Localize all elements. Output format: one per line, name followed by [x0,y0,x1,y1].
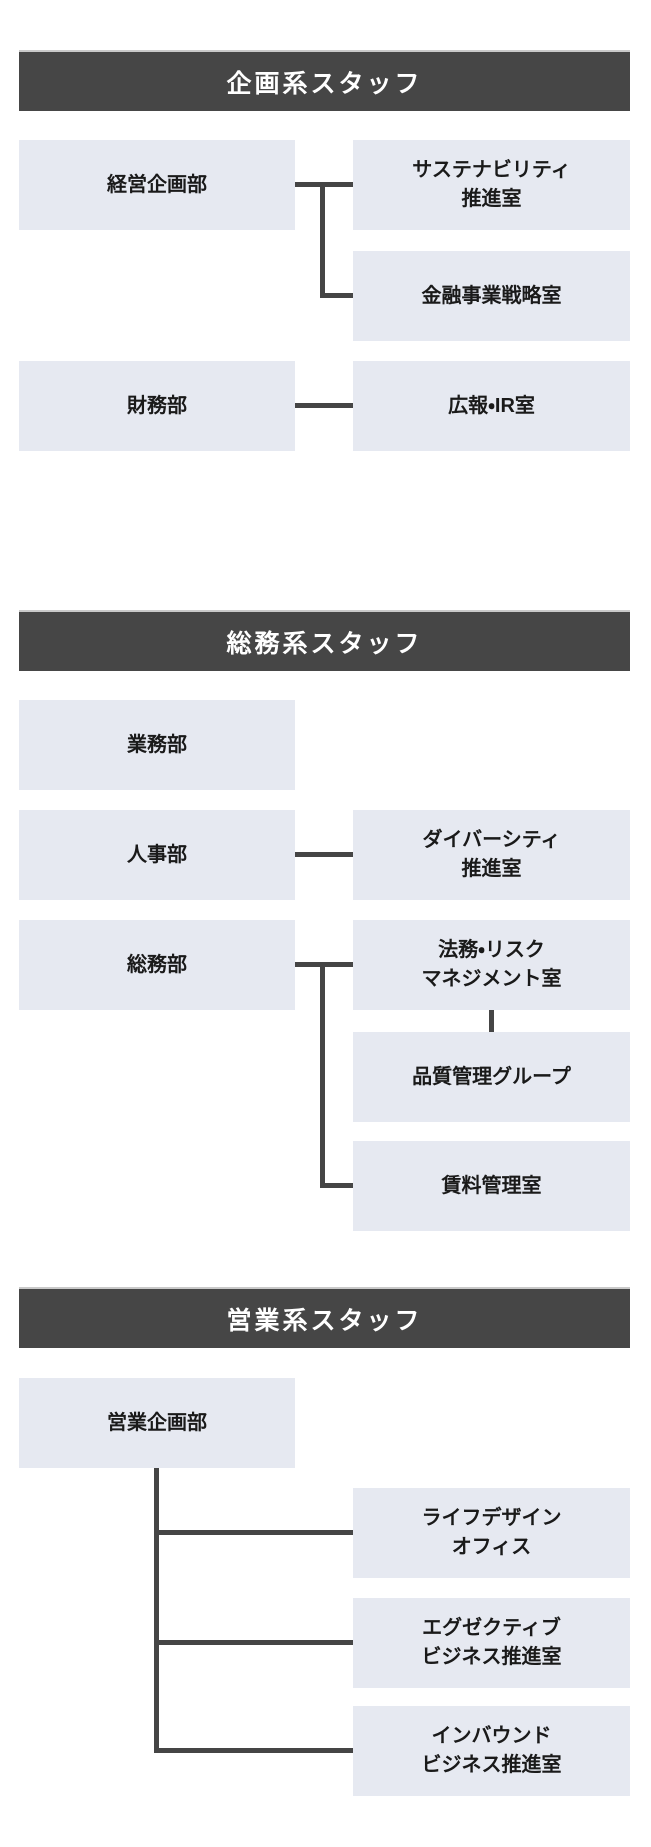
box-hr-dept: 人事部 [19,810,295,900]
box-corporate-planning-dept: 経営企画部 [19,140,295,230]
connector-legal-risk-to-quality-control [489,1010,494,1032]
connector-to-life-design [154,1530,353,1535]
header-sales-staff: 営業系スタッフ [19,1287,630,1348]
box-diversity-office: ダイバーシティ 推進室 [353,810,630,900]
box-general-affairs-dept: 総務部 [19,920,295,1010]
box-operations-dept: 業務部 [19,700,295,790]
box-finance-dept: 財務部 [19,361,295,451]
connector-finance-to-pr-ir [295,403,353,408]
box-inbound-business-office: インバウンド ビジネス推進室 [353,1706,630,1796]
box-sales-planning-dept: 営業企画部 [19,1378,295,1468]
header-general-affairs-staff: 総務系スタッフ [19,610,630,671]
connector-to-financial-business-strategy [320,293,353,298]
box-life-design-office: ライフデザイン オフィス [353,1488,630,1578]
connector-hr-to-diversity [295,852,353,857]
box-legal-risk-management-office: 法務・リスク マネジメント室 [353,920,630,1010]
box-sustainability-office: サステナビリティ 推進室 [353,140,630,230]
box-rent-management-office: 賃料管理室 [353,1141,630,1231]
box-quality-control-group: 品質管理グループ [353,1032,630,1122]
connector-general-affairs-branch-vertical [320,962,325,1188]
box-financial-business-strategy-office: 金融事業戦略室 [353,251,630,341]
connector-to-inbound-business [154,1748,353,1753]
box-pr-ir-office: 広報・IR室 [353,361,630,451]
connector-corporate-planning-branch-vertical [320,182,325,298]
box-executive-business-office: エグゼクティブ ビジネス推進室 [353,1598,630,1688]
connector-sales-planning-branch-vertical [154,1468,159,1753]
connector-to-rent-management [320,1183,353,1188]
connector-to-executive-business [154,1640,353,1645]
header-planning-staff: 企画系スタッフ [19,50,630,111]
